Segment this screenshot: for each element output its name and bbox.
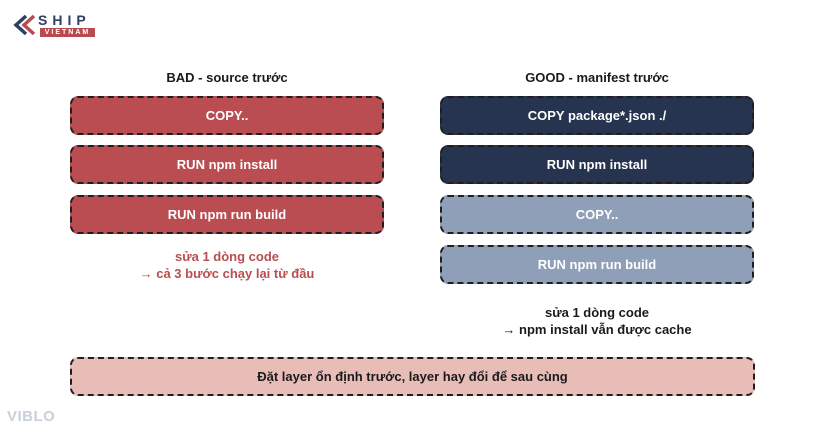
logo-text: SHIP	[38, 12, 91, 28]
good-step-copy-manifest: COPY package*.json ./	[440, 96, 754, 135]
bad-step-npm-install: RUN npm install	[70, 145, 384, 184]
bad-note-line2: → cả 3 bước chạy lại từ đầu	[139, 266, 315, 281]
chevron-logo-icon	[13, 14, 36, 36]
bad-note: sửa 1 dòng code → cả 3 bước chạy lại từ …	[67, 248, 387, 282]
bad-step-copy: COPY..	[70, 96, 384, 135]
bad-heading: BAD - source trước	[166, 70, 288, 85]
bad-note-line1: sửa 1 dòng code	[174, 249, 280, 264]
good-note-line1: sửa 1 dòng code	[544, 305, 650, 320]
good-note-line2: → npm install vẫn được cache	[502, 322, 692, 337]
ship-vietnam-logo: SHIP VIETNAM	[12, 12, 95, 38]
summary-banner: Đặt layer ổn định trước, layer hay đổi đ…	[70, 357, 755, 396]
logo-subtext: VIETNAM	[40, 28, 95, 37]
good-step-npm-install: RUN npm install	[440, 145, 754, 184]
good-note: sửa 1 dòng code → npm install vẫn được c…	[437, 304, 757, 338]
bad-step-npm-build: RUN npm run build	[70, 195, 384, 234]
viblo-watermark: VIBLO	[7, 408, 56, 425]
good-heading: GOOD - manifest trước	[525, 70, 669, 85]
good-step-copy: COPY..	[440, 195, 754, 234]
good-step-npm-build: RUN npm run build	[440, 245, 754, 284]
